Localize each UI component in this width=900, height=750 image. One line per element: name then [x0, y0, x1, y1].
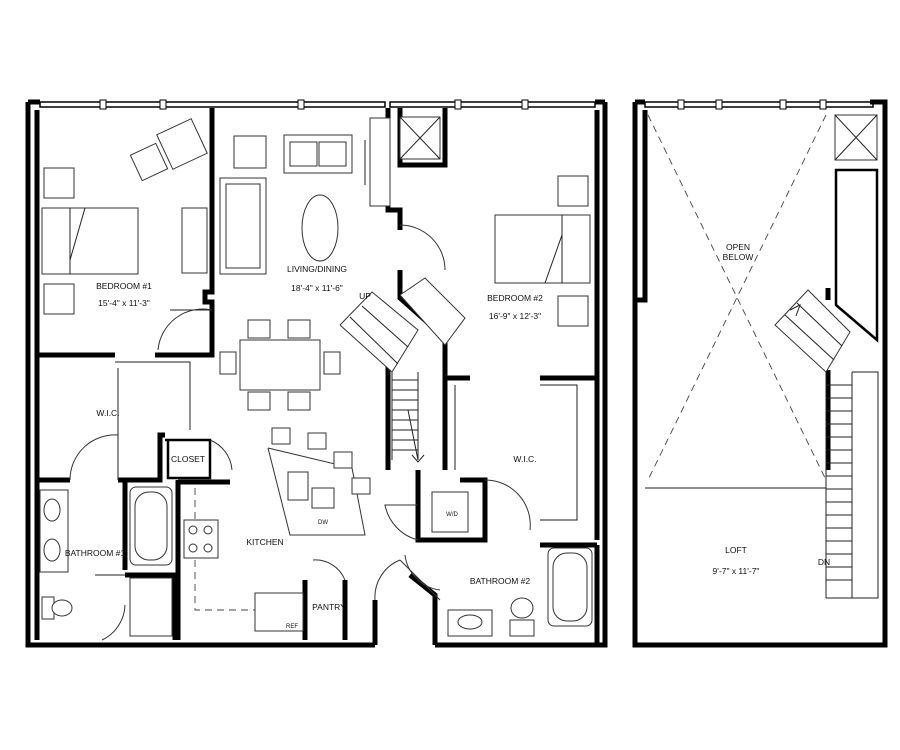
room-labels: BEDROOM #1 15'-4" x 11'-3" LIVING/DINING… [65, 242, 830, 630]
label-bath1: BATHROOM #1 [65, 548, 126, 558]
stair-loft [774, 289, 879, 599]
label-living: LIVING/DINING [287, 264, 347, 274]
wall-bedroom1 [202, 108, 215, 310]
dims-loft: 9'-7" x 11'-7" [713, 566, 760, 576]
armchair [156, 118, 208, 170]
bed-bedroom2 [494, 214, 591, 284]
bed-bedroom1 [41, 207, 139, 275]
label-kitchen: KITCHEN [246, 537, 283, 547]
label-bedroom2: BEDROOM #2 [487, 293, 543, 303]
dining-table [239, 339, 321, 391]
refrigerator [254, 592, 304, 632]
tv-console [369, 117, 391, 207]
stair-main [339, 277, 466, 463]
label-loft: LOFT [725, 545, 747, 555]
washer-dryer [431, 491, 469, 533]
label-bath2: BATHROOM #2 [470, 576, 531, 586]
label-dw: DW [318, 520, 328, 526]
label-open-below-1: OPEN [726, 242, 750, 252]
bar-stools [271, 427, 371, 495]
loft-floor [632, 99, 888, 648]
coffee-table [301, 194, 339, 262]
label-dn: DN [818, 557, 830, 567]
label-closet: CLOSET [171, 454, 205, 464]
label-up: UP [359, 291, 371, 301]
label-wic1: W.I.C. [96, 408, 119, 418]
label-wic2: W.I.C. [513, 454, 536, 464]
dims-bedroom1: 15'-4" x 11'-3" [98, 298, 150, 308]
label-ref: REF [286, 624, 298, 630]
fixtures [39, 116, 593, 637]
dims-living: 18'-4" x 11'-6" [291, 283, 343, 293]
label-pantry: PANTRY [312, 602, 346, 612]
label-bedroom1: BEDROOM #1 [96, 281, 152, 291]
label-wd: W/D [446, 512, 458, 518]
dims-bedroom2: 16'-9" x 12'-3" [489, 311, 541, 321]
exterior-wall [25, 102, 608, 648]
label-open-below-2: BELOW [723, 252, 754, 262]
windows-top-left [39, 101, 386, 108]
main-floor [25, 99, 608, 648]
windows-top-right [389, 101, 596, 108]
